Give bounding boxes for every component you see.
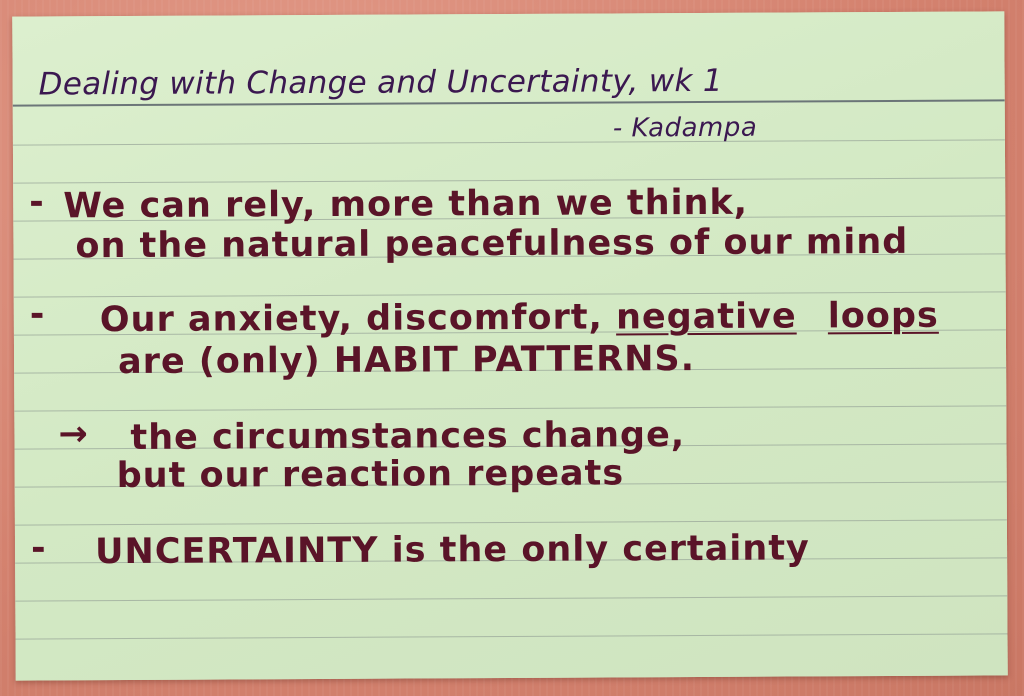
- index-card: Dealing with Change and Uncertainty, wk …: [12, 11, 1008, 681]
- note-3-line-2: but our reaction repeats: [116, 453, 625, 497]
- rule-line: [13, 177, 1006, 184]
- note-2-line-1: Our anxiety, discomfort, negative loops: [100, 296, 939, 340]
- note-1-bullet: -: [29, 182, 44, 223]
- note-2-bullet: -: [29, 294, 45, 335]
- note-2-line-2: are (only) HABIT PATTERNS.: [117, 339, 696, 383]
- card-title: Dealing with Change and Uncertainty, wk …: [38, 62, 723, 103]
- rule-line: [14, 519, 1007, 526]
- rule-line: [12, 139, 1005, 146]
- rule-line: [14, 405, 1007, 412]
- note-2-text-negative: negative: [615, 296, 797, 338]
- note-2-text-a: Our anxiety, discomfort,: [99, 297, 603, 341]
- rule-line: [15, 595, 1008, 602]
- note-1-line-1: We can rely, more than we think,: [63, 182, 749, 227]
- note-3-line-1: the circumstances change,: [130, 415, 686, 458]
- note-2-text-loops: loops: [827, 295, 939, 337]
- rule-line: [15, 633, 1008, 640]
- note-4-line-1: UNCERTAINTY is the only certainty: [94, 528, 810, 573]
- note-3-arrow: →: [58, 414, 88, 455]
- note-1-line-2: on the natural peacefulness of our mind: [75, 221, 909, 267]
- note-4-bullet: -: [30, 528, 46, 569]
- card-source: - Kadampa: [612, 112, 758, 144]
